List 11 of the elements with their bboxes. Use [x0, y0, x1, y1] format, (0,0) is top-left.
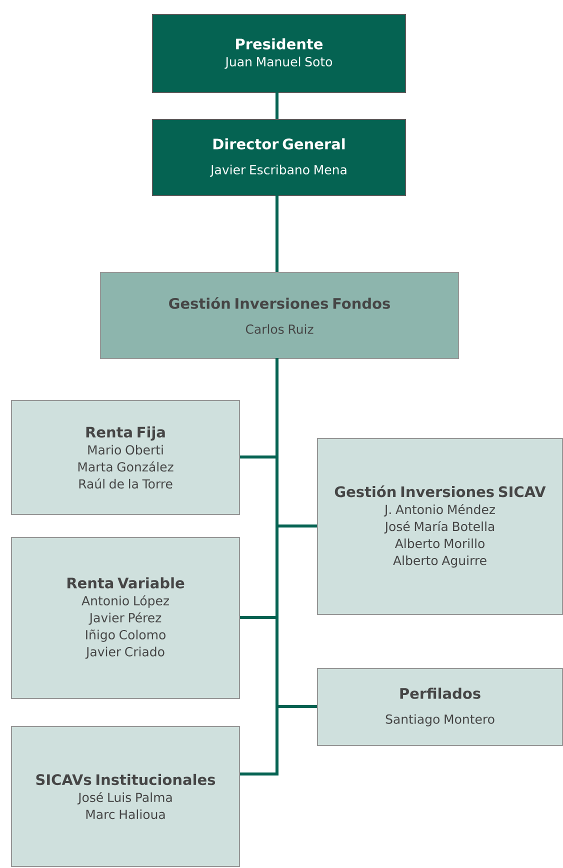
org-box: Renta Variable Antonio López Javier Pérez Iñigo Colomo Javier Criado: [11, 537, 240, 699]
org-box: Presidente Juan Manuel Soto: [152, 14, 406, 93]
org-box: Renta Fija Mario Oberti Marta González Raúl de la Torre: [11, 400, 240, 515]
org-box: Director General Javier Escribano Mena: [152, 119, 406, 196]
connector-line: [240, 358, 278, 776]
org-box: Perfilados Santiago Montero: [317, 668, 563, 746]
org-box: SICAVs Institucionales José Luis Palma Marc Halioua: [11, 726, 240, 867]
connector-line: [276, 92, 278, 119]
connector-line: [276, 195, 278, 272]
org-box: Gestión Inversiones SICAV J. Antonio Méndez José María Botella Alberto Morillo Alberto Aguirre: [317, 438, 563, 615]
org-box: Gestión Inversiones Fondos Carlos Ruiz: [100, 272, 459, 359]
